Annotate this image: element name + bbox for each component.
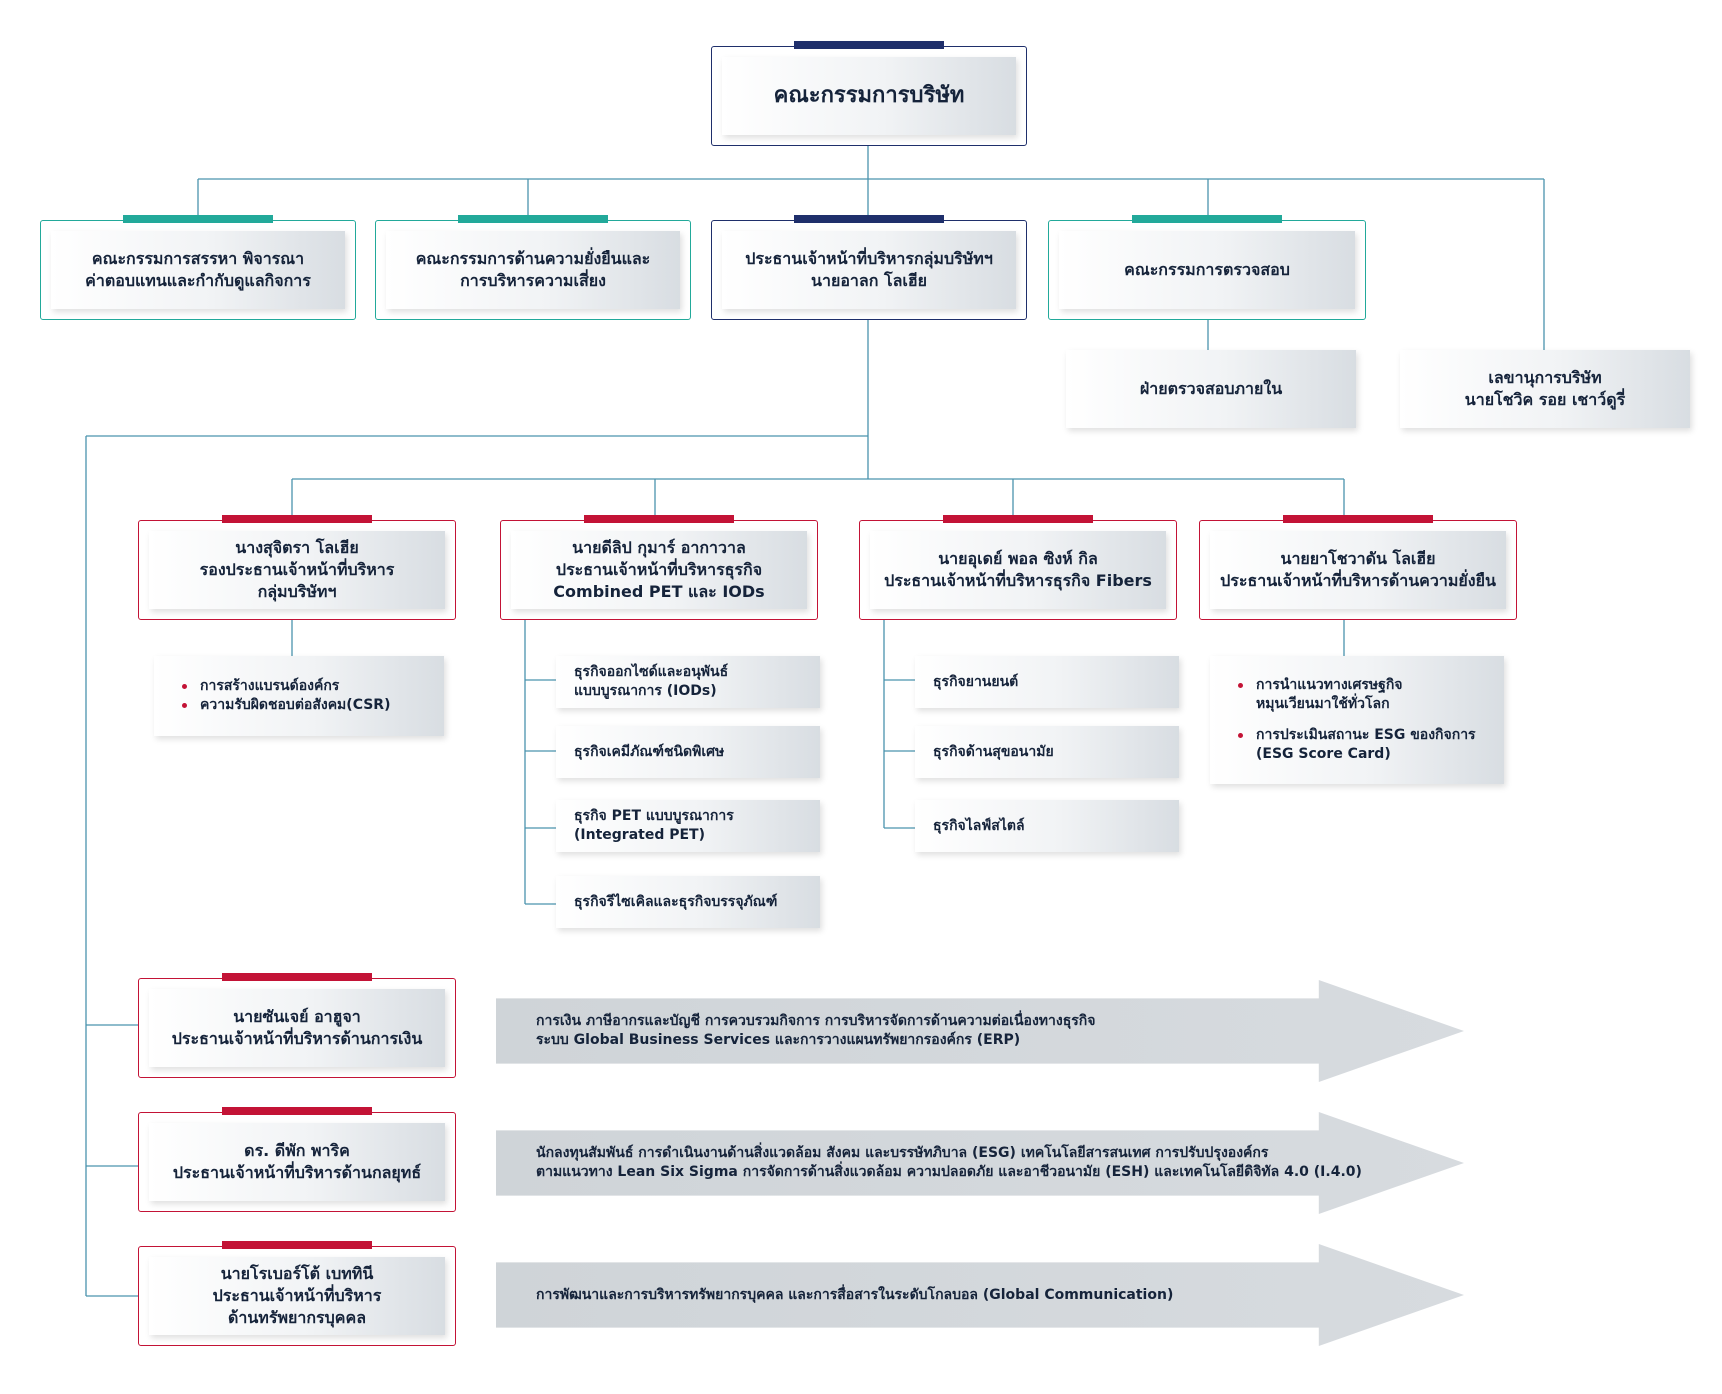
chro-line2: ประธานเจ้าหน้าที่บริหาร	[212, 1286, 382, 1305]
sustain-ceo-box: นายยาโชวาดัน โลเฮีย ประธานเจ้าหน้าที่บริ…	[1199, 515, 1517, 620]
cfo-box: นายซันเจย์ อาฮูจา ประธานเจ้าหน้าที่บริหา…	[138, 973, 456, 1078]
cfo-scope-line1: การเงิน ภาษีอากรและบัญชี การควบรวมกิจการ…	[536, 1013, 1096, 1029]
sustainability-committee-box: คณะกรรมการด้านความยั่งยืนและ การบริหารคว…	[375, 215, 691, 320]
pet-ceo-line1: นายดีลิป กุมาร์ อากาวาล	[572, 538, 746, 557]
sustain-item-line1: การประเมินสถานะ ESG ของกิจการ	[1256, 727, 1476, 743]
cfo-line2: ประธานเจ้าหน้าที่บริหารด้านการเงิน	[171, 1029, 423, 1048]
cso-scope-line1: นักลงทุนสัมพันธ์ การดำเนินงานด้านสิ่งแวด…	[536, 1145, 1269, 1161]
cso-line2: ประธานเจ้าหน้าที่บริหารด้านกลยุทธ์	[172, 1163, 422, 1182]
pet-item-line1: ธุรกิจออกไซด์และอนุพันธ์	[574, 664, 729, 680]
sustain-ceo-accent-bar	[1283, 515, 1433, 523]
sustain-item-list: การนำแนวทางเศรษฐกิจหมุนเวียนมาใช้ทั่วโลก…	[1228, 676, 1504, 764]
nomination-line2: ค่าตอบแทนและกำกับดูแลกิจการ	[85, 271, 311, 290]
fibers-ceo-box: นายอุเดย์ พอล ซิงห์ กิล ประธานเจ้าหน้าที…	[859, 515, 1177, 620]
cso-box: ดร. ดีพัก พาริค ประธานเจ้าหน้าที่บริหารด…	[138, 1107, 456, 1212]
fibers-ceo-line2: ประธานเจ้าหน้าที่บริหารธุรกิจ Fibers	[884, 571, 1152, 590]
chro-line3: ด้านทรัพยากรบุคคล	[227, 1308, 366, 1327]
pet-item-line2: แบบบูรณาการ (IODs)	[574, 683, 717, 699]
vice-ceo-line3: กลุ่มบริษัทฯ	[257, 582, 337, 601]
cfo-scope-line2: ระบบ Global Business Services และการวางแ…	[536, 1032, 1021, 1048]
sustain-ceo-line2: ประธานเจ้าหน้าที่บริหารด้านความยั่งยืน	[1220, 571, 1496, 590]
list-item: การสร้างแบรนด์องค์กร	[182, 677, 444, 696]
audit-accent-bar	[1132, 215, 1282, 223]
sustain-item-line2: หมุนเวียนมาใช้ทั่วโลก	[1256, 696, 1390, 712]
cso-accent-bar	[222, 1107, 372, 1115]
pet-item-line1: ธุรกิจรีไซเคิลและธุรกิจบรรจุภัณฑ์	[574, 893, 778, 910]
fibers-item-box: ธุรกิจด้านสุขอนามัย	[915, 726, 1179, 778]
list-item: การนำแนวทางเศรษฐกิจหมุนเวียนมาใช้ทั่วโลก	[1238, 676, 1504, 714]
sustainability-line1: คณะกรรมการด้านความยั่งยืนและ	[415, 249, 651, 268]
audit-committee-box: คณะกรรมการตรวจสอบ	[1048, 215, 1366, 320]
group-ceo-line1: ประธานเจ้าหน้าที่บริหารกลุ่มบริษัทฯ	[745, 249, 993, 268]
nomination-accent-bar	[123, 215, 273, 223]
list-item: ความรับผิดชอบต่อสังคม(CSR)	[182, 696, 444, 715]
pet-ceo-box: นายดีลิป กุมาร์ อากาวาล ประธานเจ้าหน้าที…	[500, 515, 818, 620]
fibers-ceo-accent-bar	[943, 515, 1093, 523]
vice-ceo-line1: นางสุจิตรา โลเฮีย	[235, 538, 359, 557]
sustain-item-line2: (ESG Score Card)	[1256, 746, 1391, 762]
group-ceo-box: ประธานเจ้าหน้าที่บริหารกลุ่มบริษัทฯ นายอ…	[711, 215, 1027, 320]
secretary-line2: นายโชวิค รอย เชาว์ดูรี่	[1464, 390, 1626, 409]
pet-ceo-accent-bar	[584, 515, 734, 523]
fibers-item-label: ธุรกิจยานยนต์	[933, 673, 1019, 690]
group-ceo-line2: นายอาลก โลเฮีย	[811, 271, 927, 290]
cso-scope-line2: ตามแนวทาง Lean Six Sigma การจัดการด้านสิ…	[536, 1164, 1362, 1180]
sustainability-line2: การบริหารความเสี่ยง	[460, 271, 606, 290]
internal-audit-label: ฝ่ายตรวจสอบภายใน	[1139, 379, 1283, 398]
internal-audit-box: ฝ่ายตรวจสอบภายใน	[1066, 350, 1356, 428]
sustainability-accent-bar	[458, 215, 608, 223]
pet-ceo-line2: ประธานเจ้าหน้าที่บริหารธุรกิจ	[555, 560, 763, 579]
board-title: คณะกรรมการบริษัท	[773, 83, 965, 108]
group-ceo-accent-bar	[794, 215, 944, 223]
fibers-item-box: ธุรกิจยานยนต์	[915, 656, 1179, 708]
secretary-box: เลขานุการบริษัท นายโชวิค รอย เชาว์ดูรี่	[1400, 350, 1690, 428]
pet-item-box: ธุรกิจออกไซด์และอนุพันธ์ แบบบูรณาการ (IO…	[556, 656, 820, 708]
vice-ceo-line2: รองประธานเจ้าหน้าที่บริหาร	[199, 560, 395, 579]
nomination-line1: คณะกรรมการสรรหา พิจารณา	[91, 249, 305, 268]
fibers-item-label: ธุรกิจด้านสุขอนามัย	[933, 743, 1054, 760]
pet-item-box: ธุรกิจรีไซเคิลและธุรกิจบรรจุภัณฑ์	[556, 876, 820, 928]
list-item: การประเมินสถานะ ESG ของกิจการ (ESG Score …	[1238, 726, 1504, 764]
chro-box: นายโรเบอร์โต้ เบททินี ประธานเจ้าหน้าที่บ…	[138, 1241, 456, 1346]
vice-ceo-box: นางสุจิตรา โลเฮีย รองประธานเจ้าหน้าที่บร…	[138, 515, 456, 620]
pet-item-line2: (Integrated PET)	[574, 827, 705, 843]
pet-item-line1: ธุรกิจ PET แบบบูรณาการ	[574, 808, 734, 824]
chro-accent-bar	[222, 1241, 372, 1249]
cfo-accent-bar	[222, 973, 372, 981]
pet-item-box: ธุรกิจ PET แบบบูรณาการ (Integrated PET)	[556, 800, 820, 852]
chro-line1: นายโรเบอร์โต้ เบททินี	[220, 1264, 374, 1283]
vice-ceo-accent-bar	[222, 515, 372, 523]
board-box: คณะกรรมการบริษัท	[711, 41, 1027, 146]
fibers-ceo-line1: นายอุเดย์ พอล ซิงห์ กิล	[938, 549, 1098, 568]
vice-ceo-items-box: การสร้างแบรนด์องค์กร ความรับผิดชอบต่อสัง…	[154, 656, 444, 736]
pet-item-box: ธุรกิจเคมีภัณฑ์ชนิดพิเศษ	[556, 726, 820, 778]
cfo-line1: นายซันเจย์ อาฮูจา	[233, 1007, 361, 1026]
audit-line1: คณะกรรมการตรวจสอบ	[1124, 260, 1290, 279]
pet-item-line1: ธุรกิจเคมีภัณฑ์ชนิดพิเศษ	[574, 743, 725, 760]
nomination-committee-box: คณะกรรมการสรรหา พิจารณา ค่าตอบแทนและกำกั…	[40, 215, 356, 320]
vice-ceo-item-list: การสร้างแบรนด์องค์กร ความรับผิดชอบต่อสัง…	[172, 677, 444, 715]
pet-ceo-line3: Combined PET และ IODs	[553, 582, 765, 601]
chro-scope-line1: การพัฒนาและการบริหารทรัพยากรบุคคล และการ…	[536, 1286, 1174, 1303]
fibers-item-label: ธุรกิจไลฟ์สไตล์	[933, 817, 1025, 834]
board-accent-bar	[794, 41, 944, 49]
sustain-item-line1: การนำแนวทางเศรษฐกิจ	[1256, 677, 1403, 693]
sustain-items-box: การนำแนวทางเศรษฐกิจหมุนเวียนมาใช้ทั่วโลก…	[1210, 656, 1504, 784]
cso-line1: ดร. ดีพัก พาริค	[244, 1141, 350, 1160]
sustain-ceo-line1: นายยาโชวาดัน โลเฮีย	[1280, 549, 1436, 568]
fibers-item-box: ธุรกิจไลฟ์สไตล์	[915, 800, 1179, 852]
secretary-line1: เลขานุการบริษัท	[1488, 368, 1602, 387]
